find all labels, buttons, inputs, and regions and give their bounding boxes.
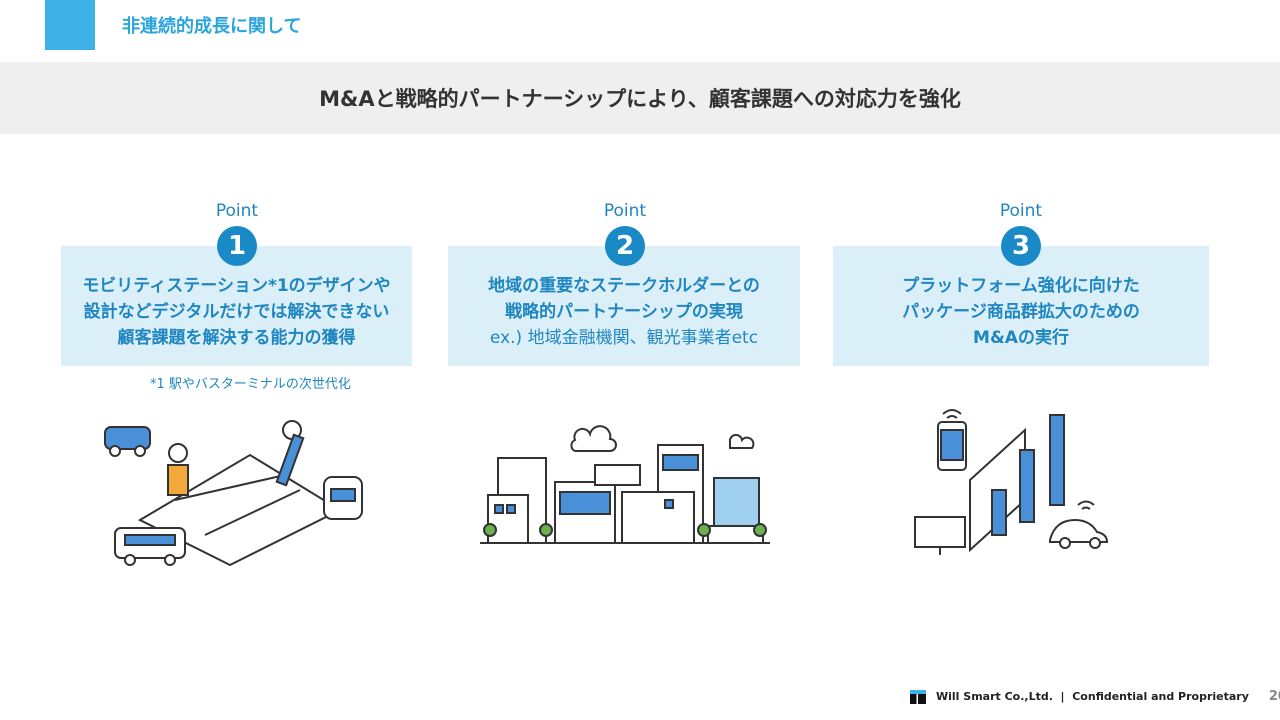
point-box-1: モビリティステーション*1のデザインや 設計などデジタルだけでは解決できない 顧… xyxy=(61,246,412,366)
point-3-line: M&Aの実行 xyxy=(973,328,1069,348)
footer-company: Will Smart Co.,Ltd. | Confidential and P… xyxy=(936,690,1249,703)
point-box-2: 地域の重要なステークホルダーとの 戦略的パートナーシップの実現 ex.) 地域金… xyxy=(448,246,800,366)
footer: Will Smart Co.,Ltd. | Confidential and P… xyxy=(910,689,1280,704)
point-2-line: 戦略的パートナーシップの実現 xyxy=(505,302,743,322)
company-logo-icon xyxy=(910,689,926,704)
point-1-line: 顧客課題を解決する能力の獲得 xyxy=(117,328,356,348)
point-3-line: パッケージ商品群拡大のための xyxy=(902,302,1140,322)
point-2-example: ex.) 地域金融機関、観光事業者etc xyxy=(489,328,759,348)
point-number-3: 3 xyxy=(1001,226,1041,266)
footnote: *1 駅やバスターミナルの次世代化 xyxy=(150,377,351,392)
banner-text: M&Aと戦略的パートナーシップにより、顧客課題への対応力を強化 xyxy=(319,87,961,111)
point-2-line: 地域の重要なステークホルダーとの xyxy=(488,276,760,296)
point-label-1: Point xyxy=(215,201,259,221)
mobility-station-illustration xyxy=(104,420,363,567)
point-label-3: Point xyxy=(999,201,1043,221)
header-accent-square xyxy=(45,0,95,50)
page-number: 20 xyxy=(1268,689,1280,704)
platform-growth-illustration xyxy=(914,409,1109,555)
point-1-line: モビリティステーション*1のデザインや xyxy=(82,276,391,296)
page-title: 非連続的成長に関して xyxy=(122,16,302,37)
city-buildings-illustration xyxy=(480,425,770,544)
point-3-line: プラットフォーム強化に向けた xyxy=(902,276,1140,296)
point-1-line: 設計などデジタルだけでは解決できない xyxy=(83,302,390,322)
point-label-2: Point xyxy=(603,201,647,221)
point-box-3: プラットフォーム強化に向けた パッケージ商品群拡大のための M&Aの実行 xyxy=(833,246,1209,366)
point-number-2: 2 xyxy=(605,226,645,266)
point-number-1: 1 xyxy=(217,226,257,266)
banner: M&Aと戦略的パートナーシップにより、顧客課題への対応力を強化 xyxy=(0,62,1280,134)
